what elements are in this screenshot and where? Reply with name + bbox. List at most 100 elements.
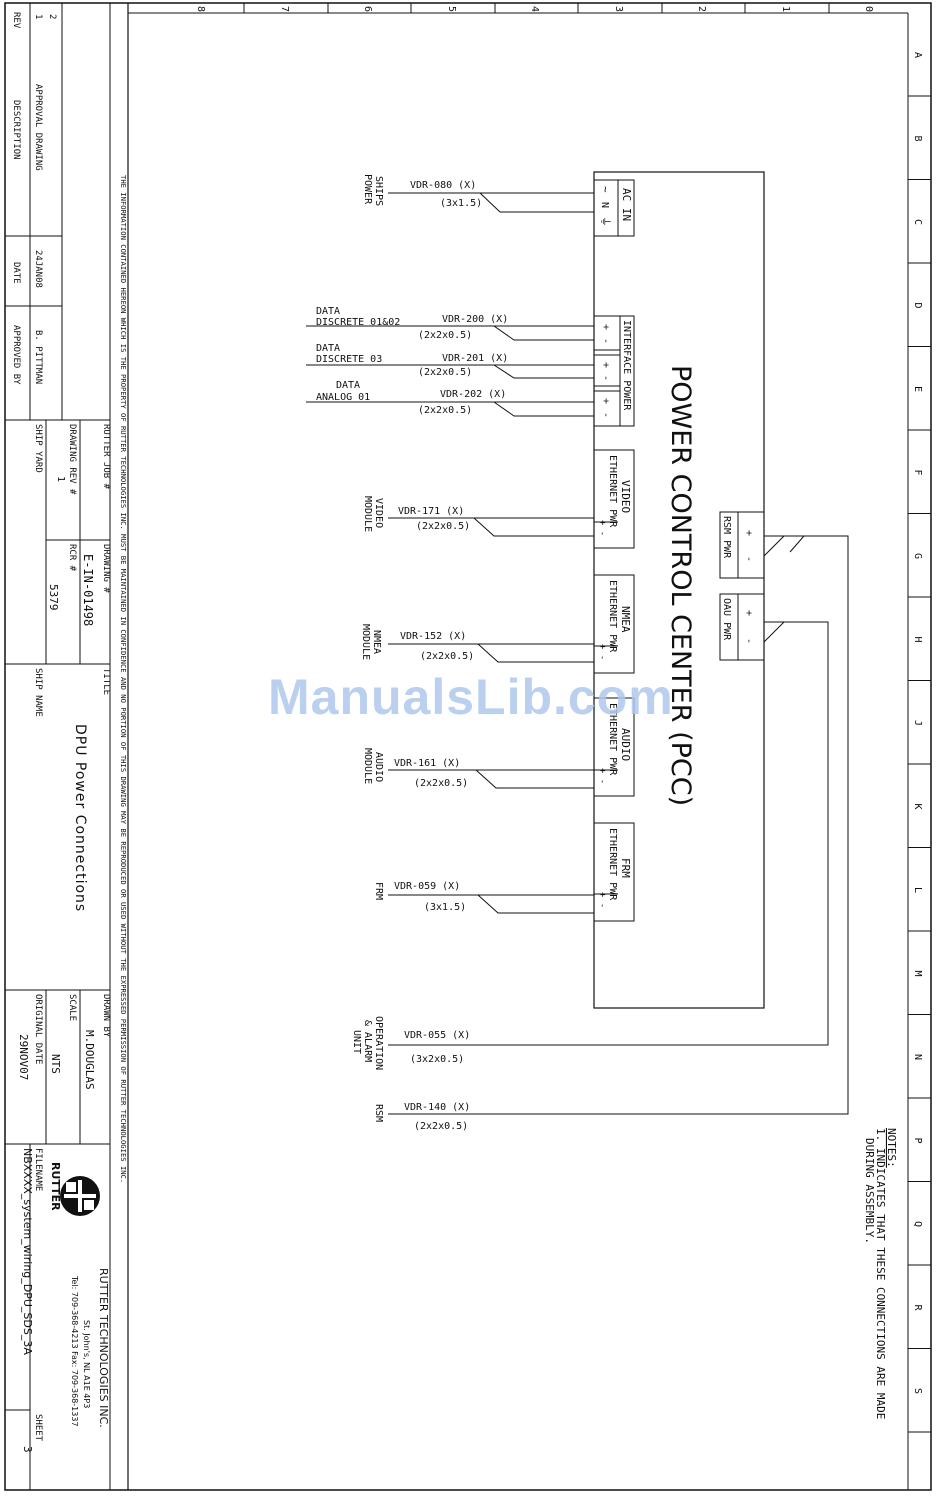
title-label: TITLE bbox=[101, 668, 111, 695]
oau-pwr-title: OAU PWR bbox=[721, 598, 732, 641]
company-address: St. John's, NL A1E 4P3 bbox=[82, 1320, 91, 1408]
interface-power-pins: + - + - + - bbox=[600, 324, 611, 418]
ip-pin-plus-1: + bbox=[600, 324, 611, 330]
grid-letter-N: N bbox=[912, 1054, 923, 1060]
cable-201-id: VDR-201 (X) bbox=[442, 353, 508, 364]
title-block-fields: SHIP YARD DRAWING REV # 1 RUTTER JOB # R… bbox=[17, 424, 111, 1090]
grid-letter-B: B bbox=[912, 136, 923, 142]
drawing-rev-value: 1 bbox=[55, 476, 66, 482]
ac-in-pin-ground: ⏚ bbox=[599, 216, 612, 227]
source-video-1: VIDEO bbox=[373, 498, 384, 528]
ip-pin-minus-3: - bbox=[600, 412, 611, 418]
rsm-pwr-minus: - bbox=[743, 556, 754, 562]
rutter-logo bbox=[60, 1176, 100, 1216]
scale-value: NTS bbox=[49, 1054, 62, 1074]
source-data-1: DATA bbox=[316, 306, 340, 317]
source-oau-1: OPERATION bbox=[373, 1016, 384, 1070]
cable-wires bbox=[306, 192, 849, 1115]
rutter-logo-text: RUTTER bbox=[49, 1162, 62, 1211]
rsm-pwr-title: RSM PWR bbox=[721, 516, 732, 559]
cable-200-spec: (2x2x0.5) bbox=[418, 330, 472, 341]
rev-row2-rev: 2 bbox=[47, 14, 57, 19]
source-audio-1: AUDIO bbox=[373, 752, 384, 782]
grid-number-1: 1 bbox=[780, 6, 791, 12]
video-pins: + - bbox=[597, 520, 607, 536]
grid-number-8: 8 bbox=[195, 6, 206, 12]
drawn-by-value: M.DOUGLAS bbox=[83, 1030, 96, 1090]
frm-block: FRM ETHERNET PWR + - bbox=[593, 822, 635, 922]
video-sub: ETHERNET PWR bbox=[607, 455, 618, 528]
grid-number-6: 6 bbox=[362, 6, 373, 12]
grid-letter-H: H bbox=[912, 637, 923, 643]
grid-letter-L: L bbox=[912, 887, 923, 893]
source-frm: FRM bbox=[373, 882, 384, 900]
nmea-pins: + - bbox=[597, 644, 607, 660]
original-date-label: ORIGINAL DATE bbox=[33, 994, 43, 1064]
cable-201-spec: (2x2x0.5) bbox=[418, 367, 472, 378]
ac-in-pin-line: ~ bbox=[599, 186, 612, 193]
notes-line-1: 1. INDICATES THAT THESE CONNECTIONS ARE … bbox=[874, 1128, 887, 1419]
rev-header-description: DESCRIPTION bbox=[11, 100, 21, 160]
sheet-value: 3 bbox=[21, 1446, 34, 1453]
grid-letter-J: J bbox=[912, 720, 923, 726]
source-nmea-1: NMEA bbox=[371, 630, 382, 654]
ship-yard-label: SHIP YARD bbox=[33, 424, 43, 473]
source-oau-2: & ALARM bbox=[362, 1020, 373, 1062]
cable-055-spec: (3x2x0.5) bbox=[410, 1054, 464, 1065]
sheet-frame bbox=[4, 2, 932, 1491]
ip-pin-minus-2: - bbox=[600, 375, 611, 381]
rev-row1-approved: B. PITTMAN bbox=[33, 330, 43, 384]
cable-140-id: VDR-140 (X) bbox=[404, 1102, 470, 1113]
cable-202-id: VDR-202 (X) bbox=[440, 389, 506, 400]
grid-letter-D: D bbox=[912, 303, 923, 309]
drawing-rev-label: DRAWING REV # bbox=[67, 424, 77, 495]
notes-heading: NOTES: bbox=[885, 1128, 898, 1168]
drawing-number-label: DRAWING # bbox=[101, 544, 111, 593]
grid-letter-Q: Q bbox=[912, 1221, 923, 1227]
oau-pwr-minus: - bbox=[743, 638, 754, 644]
ac-in-pin-neutral: N bbox=[599, 202, 610, 208]
rcr-value: 5379 bbox=[47, 584, 60, 611]
grid-letter-E: E bbox=[912, 386, 923, 392]
source-audio-2: MODULE bbox=[362, 748, 373, 784]
nmea-title: NMEA bbox=[619, 606, 632, 633]
video-block: VIDEO ETHERNET PWR + - bbox=[593, 449, 635, 549]
source-nmea-2: MODULE bbox=[360, 624, 371, 660]
source-data-3: DATA bbox=[336, 380, 360, 391]
frm-title: FRM bbox=[619, 858, 632, 878]
ip-pin-plus-3: + bbox=[600, 398, 611, 404]
source-oau-3: UNIT bbox=[351, 1030, 362, 1054]
cable-059-spec: (3x1.5) bbox=[424, 902, 466, 913]
rev-header-date: DATE bbox=[11, 262, 21, 284]
grid-number-7: 7 bbox=[279, 6, 290, 12]
notes-line-2: DURING ASSEMBLY. bbox=[863, 1138, 876, 1244]
frm-pins: + - bbox=[597, 892, 607, 908]
drawing-title: DPU Power Connections bbox=[72, 724, 88, 912]
source-discrete-0102: DISCRETE 01&02 bbox=[316, 317, 400, 328]
rutter-job-label: RUTTER JOB # bbox=[101, 424, 111, 490]
grid-number-3: 3 bbox=[613, 6, 624, 12]
rev-row1-date: 24JAN08 bbox=[33, 250, 43, 288]
drawn-by-label: DRAWN BY bbox=[101, 994, 111, 1038]
revision-table: REV DESCRIPTION DATE APPROVED BY 1 APPRO… bbox=[11, 12, 57, 385]
cable-152-id: VDR-152 (X) bbox=[400, 631, 466, 642]
source-labels: SHIPS POWER DATA DISCRETE 01&02 DATA DIS… bbox=[316, 174, 400, 1122]
source-video-2: MODULE bbox=[362, 496, 373, 532]
sheet-label: SHEET bbox=[33, 1414, 43, 1442]
oau-pwr-block bbox=[719, 593, 765, 661]
nmea-block: NMEA ETHERNET PWR + - bbox=[593, 574, 635, 674]
source-data-2: DATA bbox=[316, 343, 340, 354]
audio-pins: + - bbox=[597, 768, 607, 784]
grid-letter-G: G bbox=[912, 553, 923, 559]
source-rsm: RSM bbox=[373, 1104, 384, 1122]
grid-number-0: 0 bbox=[863, 6, 874, 12]
frm-sub: ETHERNET PWR bbox=[607, 828, 618, 901]
source-discrete-03: DISCRETE 03 bbox=[316, 354, 382, 365]
oau-pwr-plus: + bbox=[743, 610, 754, 616]
grid-letter-S: S bbox=[912, 1388, 923, 1394]
cable-080-spec: (3x1.5) bbox=[440, 198, 482, 209]
grid-letter-F: F bbox=[912, 470, 923, 476]
